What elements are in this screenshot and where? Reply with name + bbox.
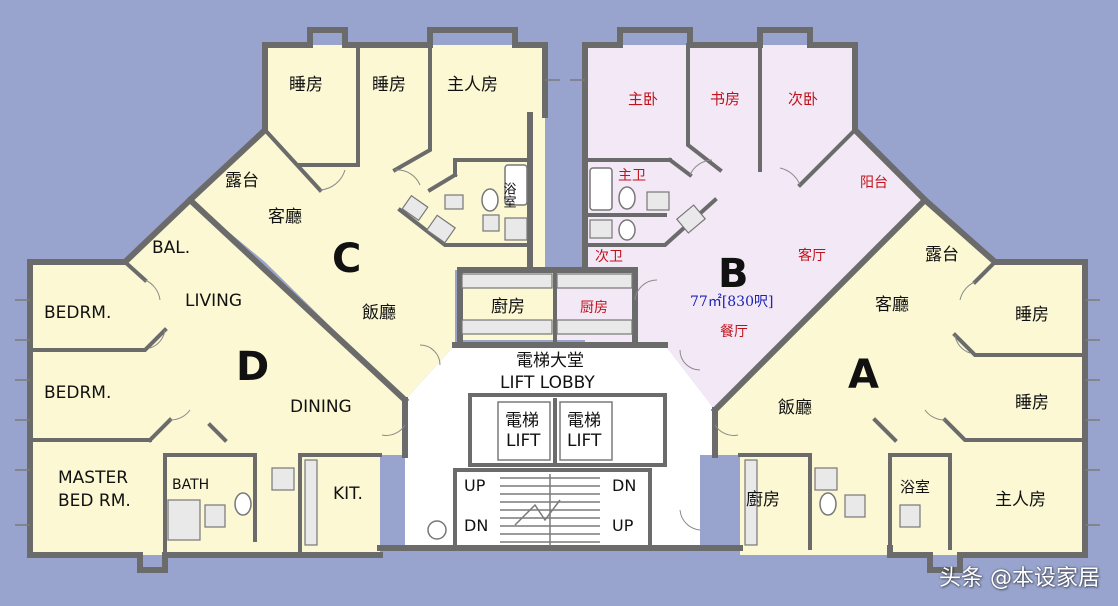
unit-c-floor [190,45,545,400]
c-living-label: 客廳 [268,207,302,227]
d-master-label-line1: MASTER [58,468,128,488]
unit-a-floor [715,200,1085,555]
b-second-bedroom-label: 次卧 [788,90,818,108]
b-balcony-label: 阳台 [860,175,888,191]
d-master-label-line2: BED RM. [58,491,131,511]
b-living-label: 客厅 [798,247,826,264]
a-kitchen-label: 廚房 [746,489,780,510]
lift-lobby-label-en: LIFT LOBBY [500,373,595,393]
a-living-label: 客廳 [875,295,909,315]
c-master-label: 主人房 [447,75,498,95]
d-bedroom-2-label: BEDRM. [44,383,111,403]
c-dining-label: 飯廳 [362,303,396,323]
d-bedroom-1-label: BEDRM. [44,303,111,323]
c-bath-label: 浴室 [501,182,517,208]
stair-treads [500,474,600,546]
a-terrace-label: 露台 [925,245,959,265]
unit-c-label: C [332,236,361,282]
d-dining-label: DINING [290,397,352,417]
c-kitchen-label: 廚房 [491,296,525,317]
b-dining-label: 餐厅 [720,324,748,340]
unit-a-label: A [848,352,879,398]
stair-up-label-right: UP [612,516,634,535]
d-balcony-label: BAL. [152,238,190,258]
unit-b-label: B [718,251,749,297]
a-bath-label: 浴室 [900,478,930,496]
b-study-label: 书房 [710,90,740,108]
d-bath-label: BATH [172,477,209,493]
unit-c-terrace-floor [190,130,300,232]
d-living-label: LIVING [185,291,242,311]
unit-b-floor [585,45,925,410]
a-bedroom-2-label: 睡房 [1015,393,1049,413]
a-master-label: 主人房 [995,490,1046,510]
lift-2-label-en: LIFT [567,431,602,451]
lift-1-label-en: LIFT [506,431,541,451]
d-kitchen-label: KIT. [333,484,363,504]
unit-d-label: D [236,344,269,390]
c-terrace-label: 露台 [225,171,259,191]
b-area-label: 77㎡[830呎] [690,294,773,310]
c-bedroom-2-label: 睡房 [372,75,406,95]
b-kitchen-label: 厨房 [580,300,608,316]
lift-1-label-cn: 電梯 [505,411,539,431]
watermark: 头条 @本设家居 [939,566,1100,591]
lift-lobby-label-cn: 電梯大堂 [516,351,584,371]
stair-up-label-left: UP [464,476,486,495]
a-bedroom-1-label: 睡房 [1015,305,1049,325]
lift-2-label-cn: 電梯 [567,411,601,431]
stair-dn-label-right: DN [612,476,636,495]
b-second-bath-label: 次卫 [595,249,623,265]
c-bedroom-1-label: 睡房 [289,75,323,95]
b-master-label: 主卧 [628,90,658,108]
stair-dn-label-left: DN [464,516,488,535]
a-dining-label: 飯廳 [778,398,812,418]
b-master-bath-label: 主卫 [618,168,646,184]
